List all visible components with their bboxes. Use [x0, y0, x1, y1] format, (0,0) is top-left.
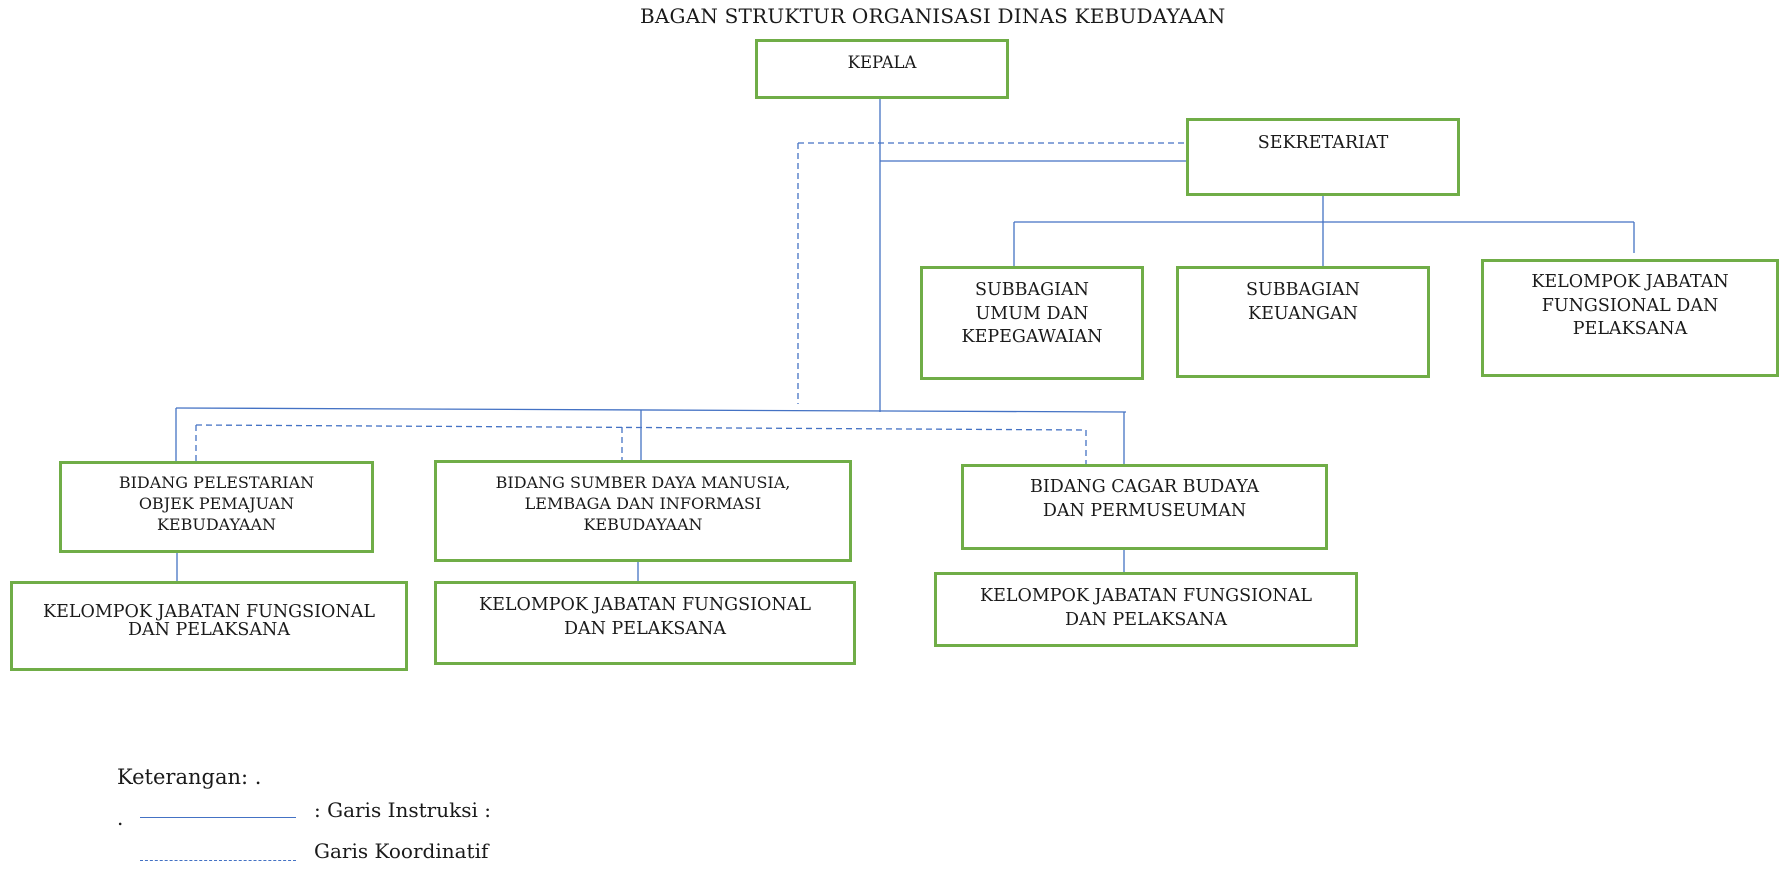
chart-title: BAGAN STRUKTUR ORGANISASI DINAS KEBUDAYA… [640, 4, 1226, 28]
legend-solid-line-sample [140, 817, 296, 818]
box-kjf-bidang-3: KELOMPOK JABATAN FUNGSIONAL DAN PELAKSAN… [934, 572, 1358, 647]
box-bidang-cagar-budaya: BIDANG CAGAR BUDAYA DAN PERMUSEUMAN [961, 464, 1328, 550]
box-kjf-sekretariat: KELOMPOK JABATAN FUNGSIONAL DAN PELAKSAN… [1481, 259, 1779, 377]
legend-coordination-label: Garis Koordinatif [314, 839, 489, 863]
line-bidang-branch [175, 407, 1127, 413]
subbagian-umum-label: SUBBAGIAN UMUM DAN KEPEGAWAIAN [961, 280, 1103, 348]
kepala-label: KEPALA [847, 53, 917, 72]
box-bidang-pelestarian: BIDANG PELESTARIAN OBJEK PEMAJUAN KEBUDA… [59, 461, 374, 553]
kjf-bidang-2-label: KELOMPOK JABATAN FUNGSIONAL DAN PELAKSAN… [479, 595, 811, 639]
sekretariat-label: SEKRETARIAT [1257, 133, 1389, 153]
subbagian-keuangan-label: SUBBAGIAN KEUANGAN [1246, 280, 1360, 324]
kjf-sekretariat-label: KELOMPOK JABATAN FUNGSIONAL DAN PELAKSAN… [1531, 272, 1729, 340]
box-kjf-bidang-2: KELOMPOK JABATAN FUNGSIONAL DAN PELAKSAN… [434, 581, 856, 665]
box-kjf-bidang-1: KELOMPOK JABATAN FUNGSIONAL DAN PELAKSAN… [10, 581, 408, 671]
box-subbagian-umum: SUBBAGIAN UMUM DAN KEPEGAWAIAN [920, 266, 1144, 380]
bidang-cagar-budaya-label: BIDANG CAGAR BUDAYA DAN PERMUSEUMAN [1029, 477, 1260, 521]
legend-dot: . [117, 806, 124, 830]
kjf-bidang-1-label: KELOMPOK JABATAN FUNGSIONAL DAN PELAKSAN… [43, 602, 375, 640]
box-kepala: KEPALA [755, 39, 1009, 99]
bidang-sdm-label: BIDANG SUMBER DAYA MANUSIA, LEMBAGA DAN … [495, 473, 791, 534]
kjf-bidang-3-label: KELOMPOK JABATAN FUNGSIONAL DAN PELAKSAN… [980, 586, 1312, 630]
bidang-pelestarian-label: BIDANG PELESTARIAN OBJEK PEMAJUAN KEBUDA… [118, 473, 315, 534]
legend-title: Keterangan: . [117, 765, 262, 789]
box-sekretariat: SEKRETARIAT [1186, 118, 1460, 196]
box-bidang-sdm: BIDANG SUMBER DAYA MANUSIA, LEMBAGA DAN … [434, 460, 852, 562]
box-subbagian-keuangan: SUBBAGIAN KEUANGAN [1176, 266, 1430, 378]
legend-dashed-line-sample [140, 860, 296, 861]
dashed-bidang-branch [195, 424, 1087, 431]
legend-instruction-label: : Garis Instruksi : [314, 798, 491, 822]
